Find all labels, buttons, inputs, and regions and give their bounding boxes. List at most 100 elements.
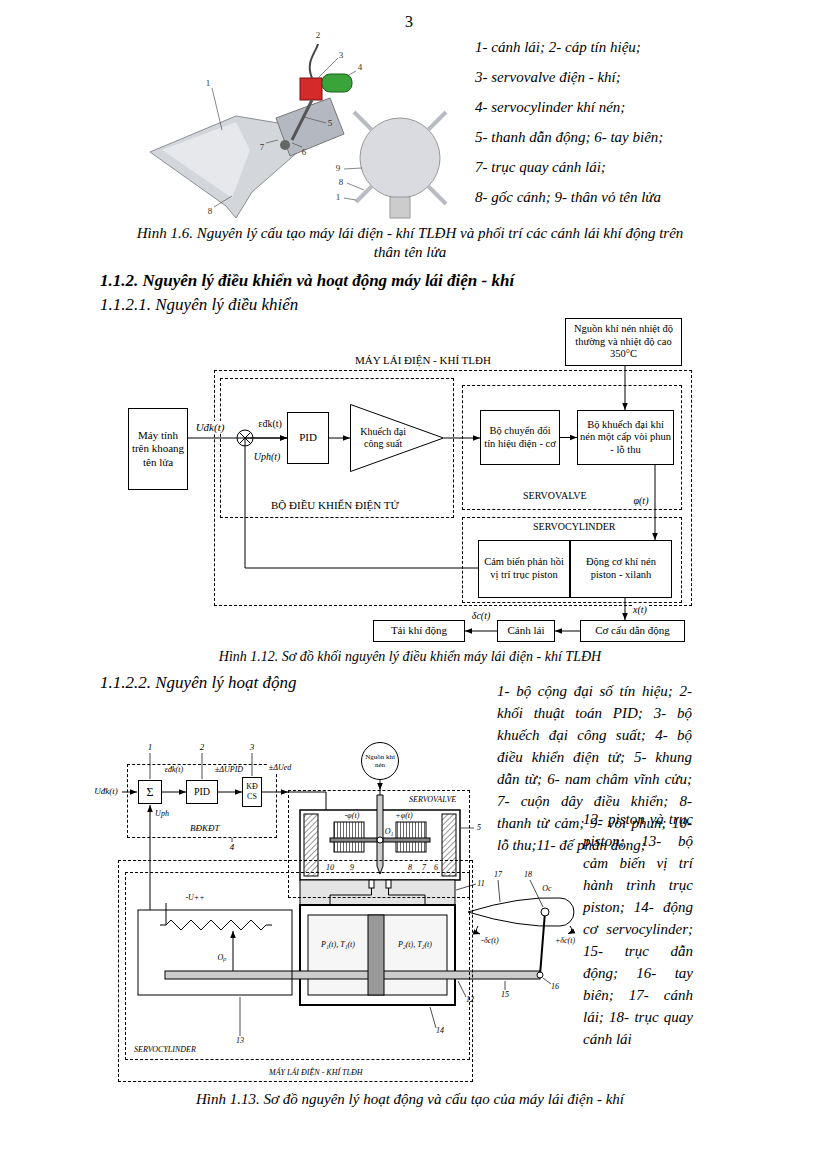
- missile-cross-section-g-line: [344, 198, 356, 200]
- servocylinder-mechanism-path: [160, 920, 272, 930]
- controller-wiring-line: [150, 805, 151, 910]
- missile-cross-section-g: [354, 112, 446, 204]
- group-label: MÁY LÁI ĐIỆN - KHÍ TLĐH: [269, 1068, 363, 1078]
- figure-caption: Hình 1.6. Nguyên lý cấu tạo máy lái điện…: [130, 224, 690, 262]
- node-text: Máy tính trên khoang tên lửa: [131, 429, 185, 469]
- node-text: PID: [194, 786, 210, 798]
- control-fin-path: [476, 926, 480, 934]
- block-box: Động cơ khí nén piston - xilanh: [570, 540, 672, 598]
- fin-assembly-photo-g: [212, 58, 356, 207]
- signal-label: ±ΔUed: [268, 764, 292, 773]
- fin-assembly-photo: [150, 44, 356, 218]
- callout-text: 9: [350, 863, 354, 873]
- control-fin-line: [540, 912, 545, 975]
- fin-assembly-photo-g-line: [292, 143, 302, 147]
- servovalve-mechanism-rect: [300, 880, 455, 905]
- missile-cross-section-rect: [390, 197, 410, 218]
- servocylinder-mechanism-g-line: [458, 981, 466, 997]
- fin-assembly-photo-line: [292, 100, 312, 140]
- servocylinder-mechanism-g: [240, 978, 551, 1036]
- node-text: Cánh lái: [508, 624, 545, 637]
- connector: [560, 437, 577, 438]
- connector: [465, 631, 497, 632]
- page-text: 1.1.2.2. Nguyên lý hoạt động: [100, 672, 296, 693]
- callout-text: +φ(t): [395, 811, 412, 821]
- node-text: Bộ chuyển đổi tín hiệu điện - cơ: [483, 425, 557, 450]
- missile-cross-section: [344, 112, 446, 218]
- servovalve-mechanism-rect: [442, 814, 456, 876]
- controller-wiring-line: [202, 753, 203, 779]
- node-text: Bộ khuếch đại khí nén một cấp vòi phun -…: [580, 419, 671, 457]
- fin-assembly-photo-rect: [322, 74, 352, 92]
- block-box: Máy tính trên khoang tên lửa: [128, 408, 188, 490]
- callout-text: 18: [524, 870, 532, 880]
- node-text: Nguồn khí nén: [365, 753, 395, 770]
- page-text: 1.1.2. Nguyên lý điều khiển và hoạt động…: [100, 270, 514, 291]
- controller-wiring-line: [232, 838, 233, 842]
- servocylinder-mechanism-rect: [138, 910, 292, 995]
- fin-assembly-photo-g-line: [318, 58, 338, 78]
- source-circle: Nguồn khí nén: [361, 742, 399, 780]
- fin-assembly-photo-polygon: [162, 122, 250, 198]
- group-label: SERVOCYLINDER: [533, 521, 616, 533]
- callout-text: 3: [250, 742, 255, 753]
- legend-text: 3- servovalve điện - khí;: [475, 68, 621, 87]
- callout-text: 4: [358, 62, 363, 73]
- fin-assembly-photo-g-line: [212, 88, 222, 130]
- control-fin-path: [568, 926, 572, 934]
- legend-text: 4- servocylinder khí nén;: [475, 98, 625, 117]
- amplifier-triangle: Khuếch đại công suất: [350, 404, 444, 472]
- node-text: Σ: [147, 785, 154, 799]
- connector: [162, 792, 186, 793]
- callout-text: P₂(t), T₂(t): [398, 940, 432, 950]
- fin-assembly-photo-circle: [280, 140, 290, 150]
- callout-text: O₁: [385, 827, 394, 837]
- connector: [625, 598, 626, 620]
- control-fin: [468, 880, 574, 978]
- triangle-text-box: Khuếch đại công suất: [354, 426, 412, 450]
- legend-text: 1- bộ cộng đại số tín hiệu; 2- khối thuậ…: [497, 680, 692, 856]
- callout-text: 5: [328, 118, 333, 129]
- block-box: Σ: [138, 780, 162, 804]
- controller-wiring-line: [288, 792, 300, 793]
- control-fin-g-line: [498, 880, 500, 902]
- group-label: BĐKĐT: [190, 823, 220, 834]
- control-fin-circle: [537, 972, 543, 978]
- legend-text: 8- gốc cánh; 9- thân vỏ tên lửa: [475, 188, 661, 207]
- signal-label: δc(t): [471, 610, 492, 621]
- callout-text: 8: [208, 206, 213, 217]
- block-box: Tải khí động: [373, 620, 465, 642]
- signal-label: ±ΔUPID: [214, 766, 244, 775]
- servocylinder-mechanism-line: [233, 931, 234, 971]
- servocylinder-mechanism-g-line: [240, 997, 241, 1036]
- controller-wiring-polyline: [300, 792, 326, 810]
- servovalve-mechanism-rect: [330, 838, 430, 842]
- connector: [329, 438, 350, 439]
- servovalve-mechanism-rect: [396, 822, 426, 852]
- callout-text: 10: [326, 863, 334, 873]
- page-text: 1.1.2.1. Nguyên lý điều khiển: [100, 294, 298, 315]
- servovalve-mechanism: [300, 790, 476, 905]
- missile-cross-section-g-line: [354, 112, 372, 130]
- group-frame: BĐKĐTΣPIDKĐ CS: [127, 764, 277, 838]
- callout-text: 2: [200, 742, 205, 753]
- callout-text: 8: [408, 863, 412, 873]
- signal-label: εđk(t): [164, 766, 184, 775]
- callout-text: 14: [436, 1026, 444, 1036]
- callout-text: -φ(t): [345, 811, 360, 821]
- servocylinder-mechanism-rect: [165, 971, 540, 979]
- block-box: PID: [287, 412, 329, 464]
- callout-text: 5: [477, 823, 481, 833]
- callout-text: 1: [148, 742, 153, 753]
- group-frame: MÁY LÁI ĐIỆN - KHÍ TLĐHSERVOCYLINDER: [118, 860, 473, 1082]
- servovalve-mechanism-path: [377, 795, 383, 874]
- control-fin-g: [498, 880, 543, 907]
- signal-label: Uđk(t): [195, 421, 226, 433]
- callout-text: 9: [336, 163, 341, 174]
- node-text: Tải khí động: [391, 624, 447, 637]
- missile-cross-section-g-line: [428, 112, 446, 130]
- servocylinder-mechanism-rect: [368, 915, 384, 995]
- callout-text: 7: [260, 142, 265, 153]
